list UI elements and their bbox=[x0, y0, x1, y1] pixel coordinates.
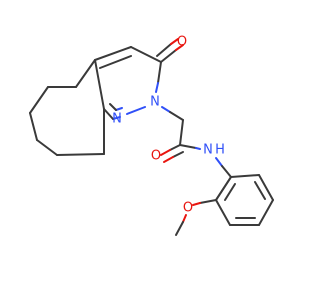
bond bbox=[160, 49, 177, 63]
bond bbox=[254, 181, 266, 200]
bond bbox=[182, 214, 187, 223]
benzene-ring bbox=[215, 174, 274, 226]
bond bbox=[36, 139, 58, 156]
bond bbox=[169, 144, 181, 151]
bond bbox=[160, 149, 171, 156]
cycloheptane-ring bbox=[29, 59, 105, 156]
bond bbox=[56, 153, 105, 156]
pyridazinone-ring bbox=[94, 38, 184, 155]
bond bbox=[169, 111, 184, 121]
methoxy-group bbox=[175, 199, 217, 236]
atom-labels: O N N O N H O bbox=[112, 35, 225, 216]
ether-oxygen-label: O bbox=[183, 201, 193, 216]
bond bbox=[258, 199, 274, 226]
bond bbox=[170, 38, 179, 45]
bond bbox=[156, 43, 172, 57]
amide-hydrogen-label: H bbox=[215, 143, 225, 158]
bond bbox=[126, 106, 146, 115]
bond bbox=[179, 119, 184, 146]
bond bbox=[192, 202, 201, 206]
bond bbox=[215, 199, 231, 226]
amide-nitrogen-label: N bbox=[203, 143, 213, 158]
bond bbox=[109, 103, 117, 111]
bond bbox=[94, 46, 132, 61]
bond bbox=[29, 86, 49, 114]
bond bbox=[99, 55, 132, 69]
bond bbox=[115, 107, 123, 111]
bond bbox=[155, 82, 159, 93]
bond bbox=[29, 112, 38, 141]
bond bbox=[103, 108, 114, 120]
amide-oxygen-label: O bbox=[151, 149, 161, 164]
bond bbox=[224, 183, 236, 201]
bond bbox=[215, 157, 223, 167]
bond bbox=[221, 165, 232, 178]
bond bbox=[112, 116, 121, 120]
bond bbox=[195, 147, 201, 150]
bond bbox=[172, 151, 184, 158]
bond bbox=[130, 46, 162, 63]
bond bbox=[157, 61, 162, 84]
molecule-diagram: O N N O N H O bbox=[29, 34, 274, 236]
bond bbox=[258, 174, 274, 201]
bond bbox=[175, 221, 184, 236]
bond bbox=[161, 106, 171, 113]
bond bbox=[179, 144, 197, 149]
structure-svg: O N N O N H O bbox=[29, 35, 274, 236]
ring-nitrogen-label: N bbox=[150, 95, 160, 110]
bond bbox=[75, 59, 96, 88]
bond bbox=[94, 59, 105, 110]
bond bbox=[175, 44, 184, 51]
bond bbox=[230, 174, 260, 178]
ring-nitrogen-label: N bbox=[112, 112, 122, 127]
bond bbox=[163, 156, 174, 163]
ketone-oxygen-label: O bbox=[177, 35, 187, 50]
bond bbox=[215, 176, 232, 201]
bond bbox=[199, 199, 217, 204]
